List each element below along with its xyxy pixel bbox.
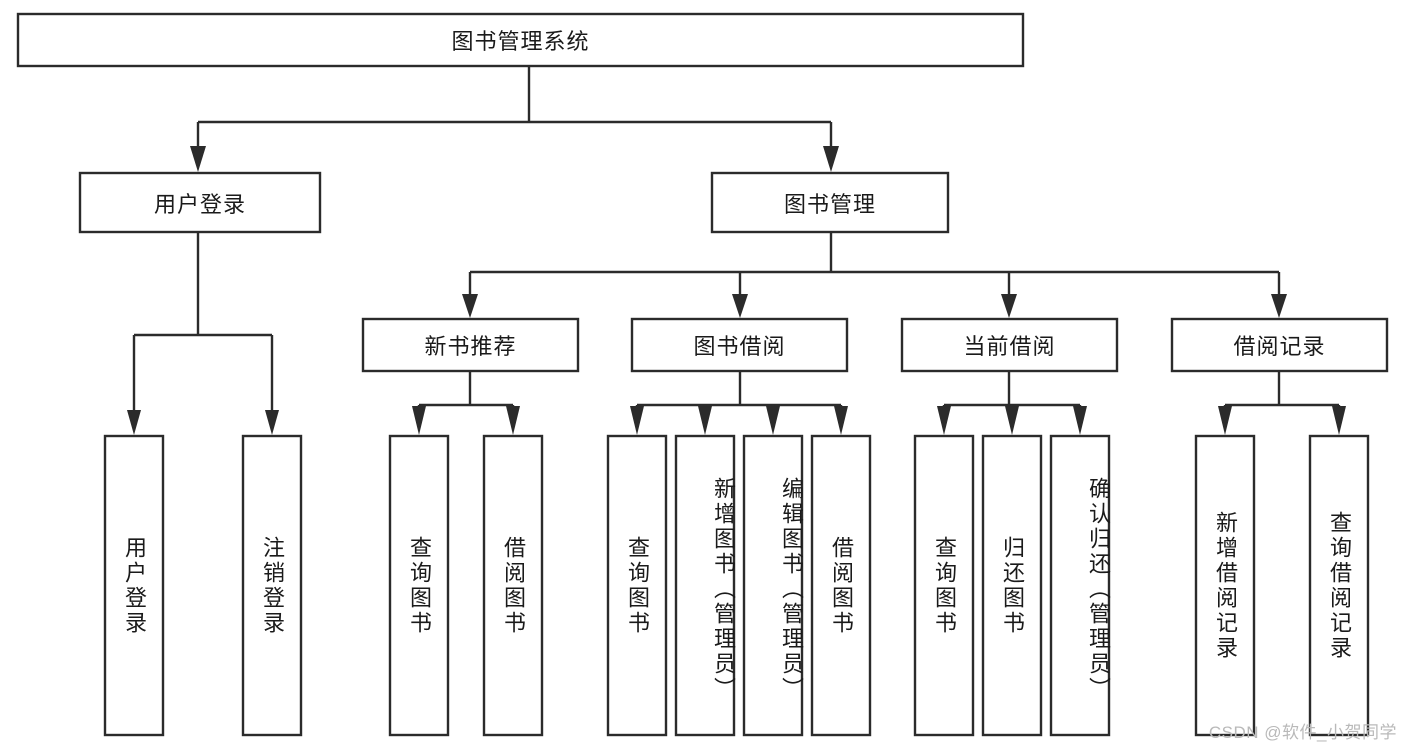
connector-group-user-login: [127, 232, 279, 435]
arrow-head-leaf-edit-book: [766, 406, 780, 435]
arrow-head-leaf-return-book: [1005, 406, 1019, 435]
connector-group-borrow-record: [1218, 371, 1346, 435]
arrow-head-current-borrow: [1001, 294, 1017, 318]
arrow-head-book-manage: [823, 146, 839, 172]
connector-group-root: [190, 66, 839, 172]
node-box-book-borrow[interactable]: [630, 317, 849, 373]
arrow-head-leaf-add-book: [698, 406, 712, 435]
node-box-leaf-query-book-1[interactable]: [388, 434, 450, 737]
arrow-head-leaf-confirm-return: [1073, 406, 1087, 435]
arrow-head-leaf-query-book-1: [412, 406, 426, 435]
arrow-head-borrow-record: [1271, 294, 1287, 318]
arrow-head-leaf-user-login: [127, 410, 141, 435]
node-box-leaf-add-book[interactable]: [674, 434, 736, 737]
connector-group-book-borrow: [630, 371, 848, 435]
node-box-leaf-logout[interactable]: [241, 434, 303, 737]
arrow-head-leaf-borrow-book-1: [506, 406, 520, 435]
arrow-head-leaf-query-book-2: [630, 406, 644, 435]
node-box-leaf-confirm-return[interactable]: [1049, 434, 1111, 737]
arrow-head-user-login: [190, 146, 206, 172]
node-box-leaf-add-record[interactable]: [1194, 434, 1256, 737]
arrow-head-leaf-logout: [265, 410, 279, 435]
node-box-leaf-query-book-2[interactable]: [606, 434, 668, 737]
node-box-new-book-recommend[interactable]: [361, 317, 580, 373]
watermark-text: CSDN @软件_小贺同学: [1208, 723, 1397, 742]
node-box-leaf-query-book-3[interactable]: [913, 434, 975, 737]
node-box-current-borrow[interactable]: [900, 317, 1119, 373]
node-box-leaf-borrow-book-1[interactable]: [482, 434, 544, 737]
node-box-book-manage[interactable]: [710, 171, 950, 234]
arrow-head-leaf-query-book-3: [937, 406, 951, 435]
node-box-root[interactable]: [16, 12, 1025, 68]
connector-group-new-book-recommend: [412, 371, 520, 435]
arrow-head-leaf-borrow-book-2: [834, 406, 848, 435]
arrow-head-new-book-recommend: [462, 294, 478, 318]
connector-group-book-manage: [462, 232, 1287, 318]
arrow-head-book-borrow: [732, 294, 748, 318]
node-box-leaf-query-record[interactable]: [1308, 434, 1370, 737]
node-box-leaf-borrow-book-2[interactable]: [810, 434, 872, 737]
node-box-leaf-return-book[interactable]: [981, 434, 1043, 737]
node-box-user-login[interactable]: [78, 171, 322, 234]
arrow-head-leaf-query-record: [1332, 406, 1346, 435]
arrow-head-leaf-add-record: [1218, 406, 1232, 435]
node-box-borrow-record[interactable]: [1170, 317, 1389, 373]
connector-group-current-borrow: [937, 371, 1087, 435]
node-box-leaf-user-login[interactable]: [103, 434, 165, 737]
node-box-leaf-edit-book[interactable]: [742, 434, 804, 737]
